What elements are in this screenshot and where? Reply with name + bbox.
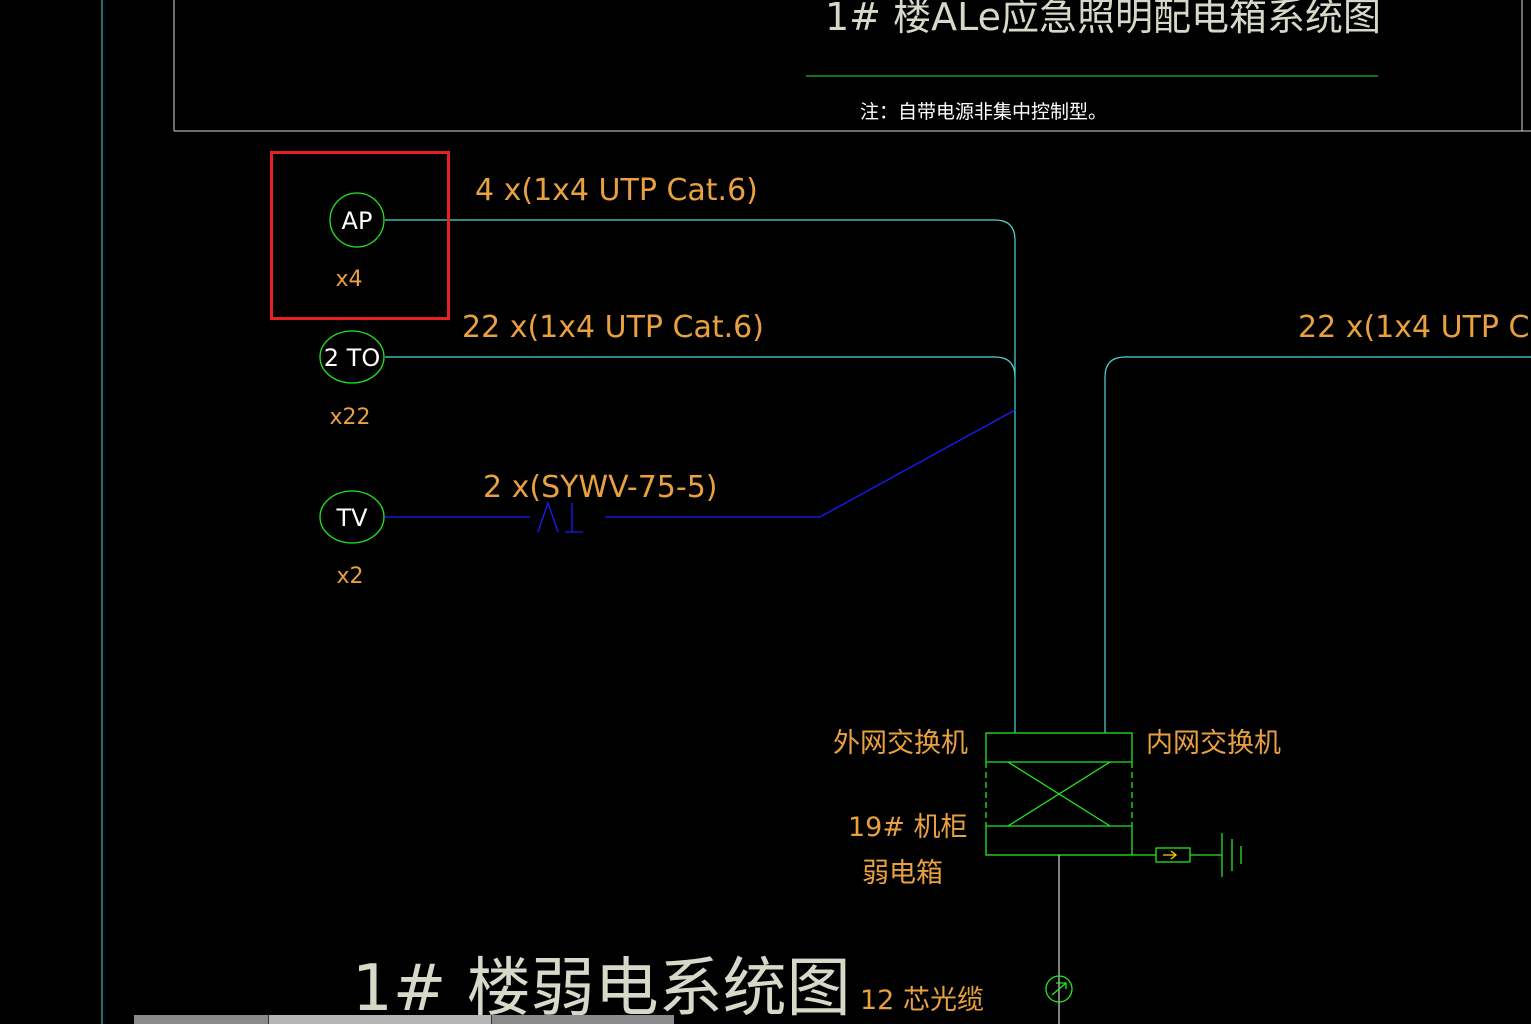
cabinet-symbol[interactable] [985, 732, 1133, 856]
upper-drawing-title: 1# 楼ALe应急照明配电箱系统图 [825, 0, 1381, 39]
drawing-frame [101, 0, 1531, 1024]
box-label: 弱电箱 [862, 858, 943, 889]
right-branch-cable-run [1104, 356, 1531, 733]
cabinet-cross-b [1007, 761, 1111, 827]
ap-cable-run [385, 219, 1016, 733]
right-branch-cable-label: 22 x(1x4 UTP Cat. [1298, 310, 1531, 345]
fiber-symbol-arrow [1051, 982, 1067, 996]
cyan-wiring [385, 219, 1531, 733]
tv-symbol-circle [319, 490, 385, 544]
device-ap[interactable]: AP x4 [329, 192, 385, 292]
tv-coax-wiring [385, 409, 1016, 533]
inner-switch-label: 内网交换机 [1146, 728, 1281, 759]
ap-count-label: x4 [335, 267, 362, 292]
tv-symbol-label: TV [335, 504, 368, 532]
to-cable-run [385, 356, 1016, 378]
outer-switch-label: 外网交换机 [833, 728, 968, 759]
to-cable-label: 22 x(1x4 UTP Cat.6) [462, 310, 764, 345]
ground-terminal-arrow [1163, 850, 1178, 860]
upper-drawing-note: 注：自带电源非集中控制型。 [860, 101, 1107, 123]
device-to[interactable]: 2 TO x22 [319, 330, 385, 430]
ap-cable-label: 4 x(1x4 UTP Cat.6) [475, 173, 758, 208]
device-tv[interactable]: TV x2 [319, 490, 385, 589]
fiber-label: 12 芯光缆 [860, 985, 984, 1016]
rack-label: 19# 机柜 [848, 812, 968, 843]
tv-cable-run-right [605, 409, 1016, 518]
tv-amplifier-mark [565, 503, 583, 533]
main-drawing-title: 1# 楼弱电系统图 [352, 952, 851, 1024]
tv-count-label: x2 [336, 564, 363, 589]
to-count-label: x22 [329, 405, 370, 430]
scrollbar-thumb[interactable] [268, 1015, 492, 1024]
ap-symbol-circle [329, 192, 385, 248]
to-symbol-label: 2 TO [324, 344, 380, 372]
fiber-symbol-circle [1045, 975, 1073, 1003]
tv-splitter-mark [537, 501, 559, 533]
ground-symbol [1132, 833, 1242, 877]
ap-symbol-label: AP [342, 207, 373, 235]
horizontal-scrollbar[interactable] [134, 1015, 674, 1024]
tv-cable-label: 2 x(SYWV-75-5) [483, 470, 718, 505]
selection-highlight-box [270, 151, 450, 320]
to-symbol-circle [319, 330, 385, 384]
